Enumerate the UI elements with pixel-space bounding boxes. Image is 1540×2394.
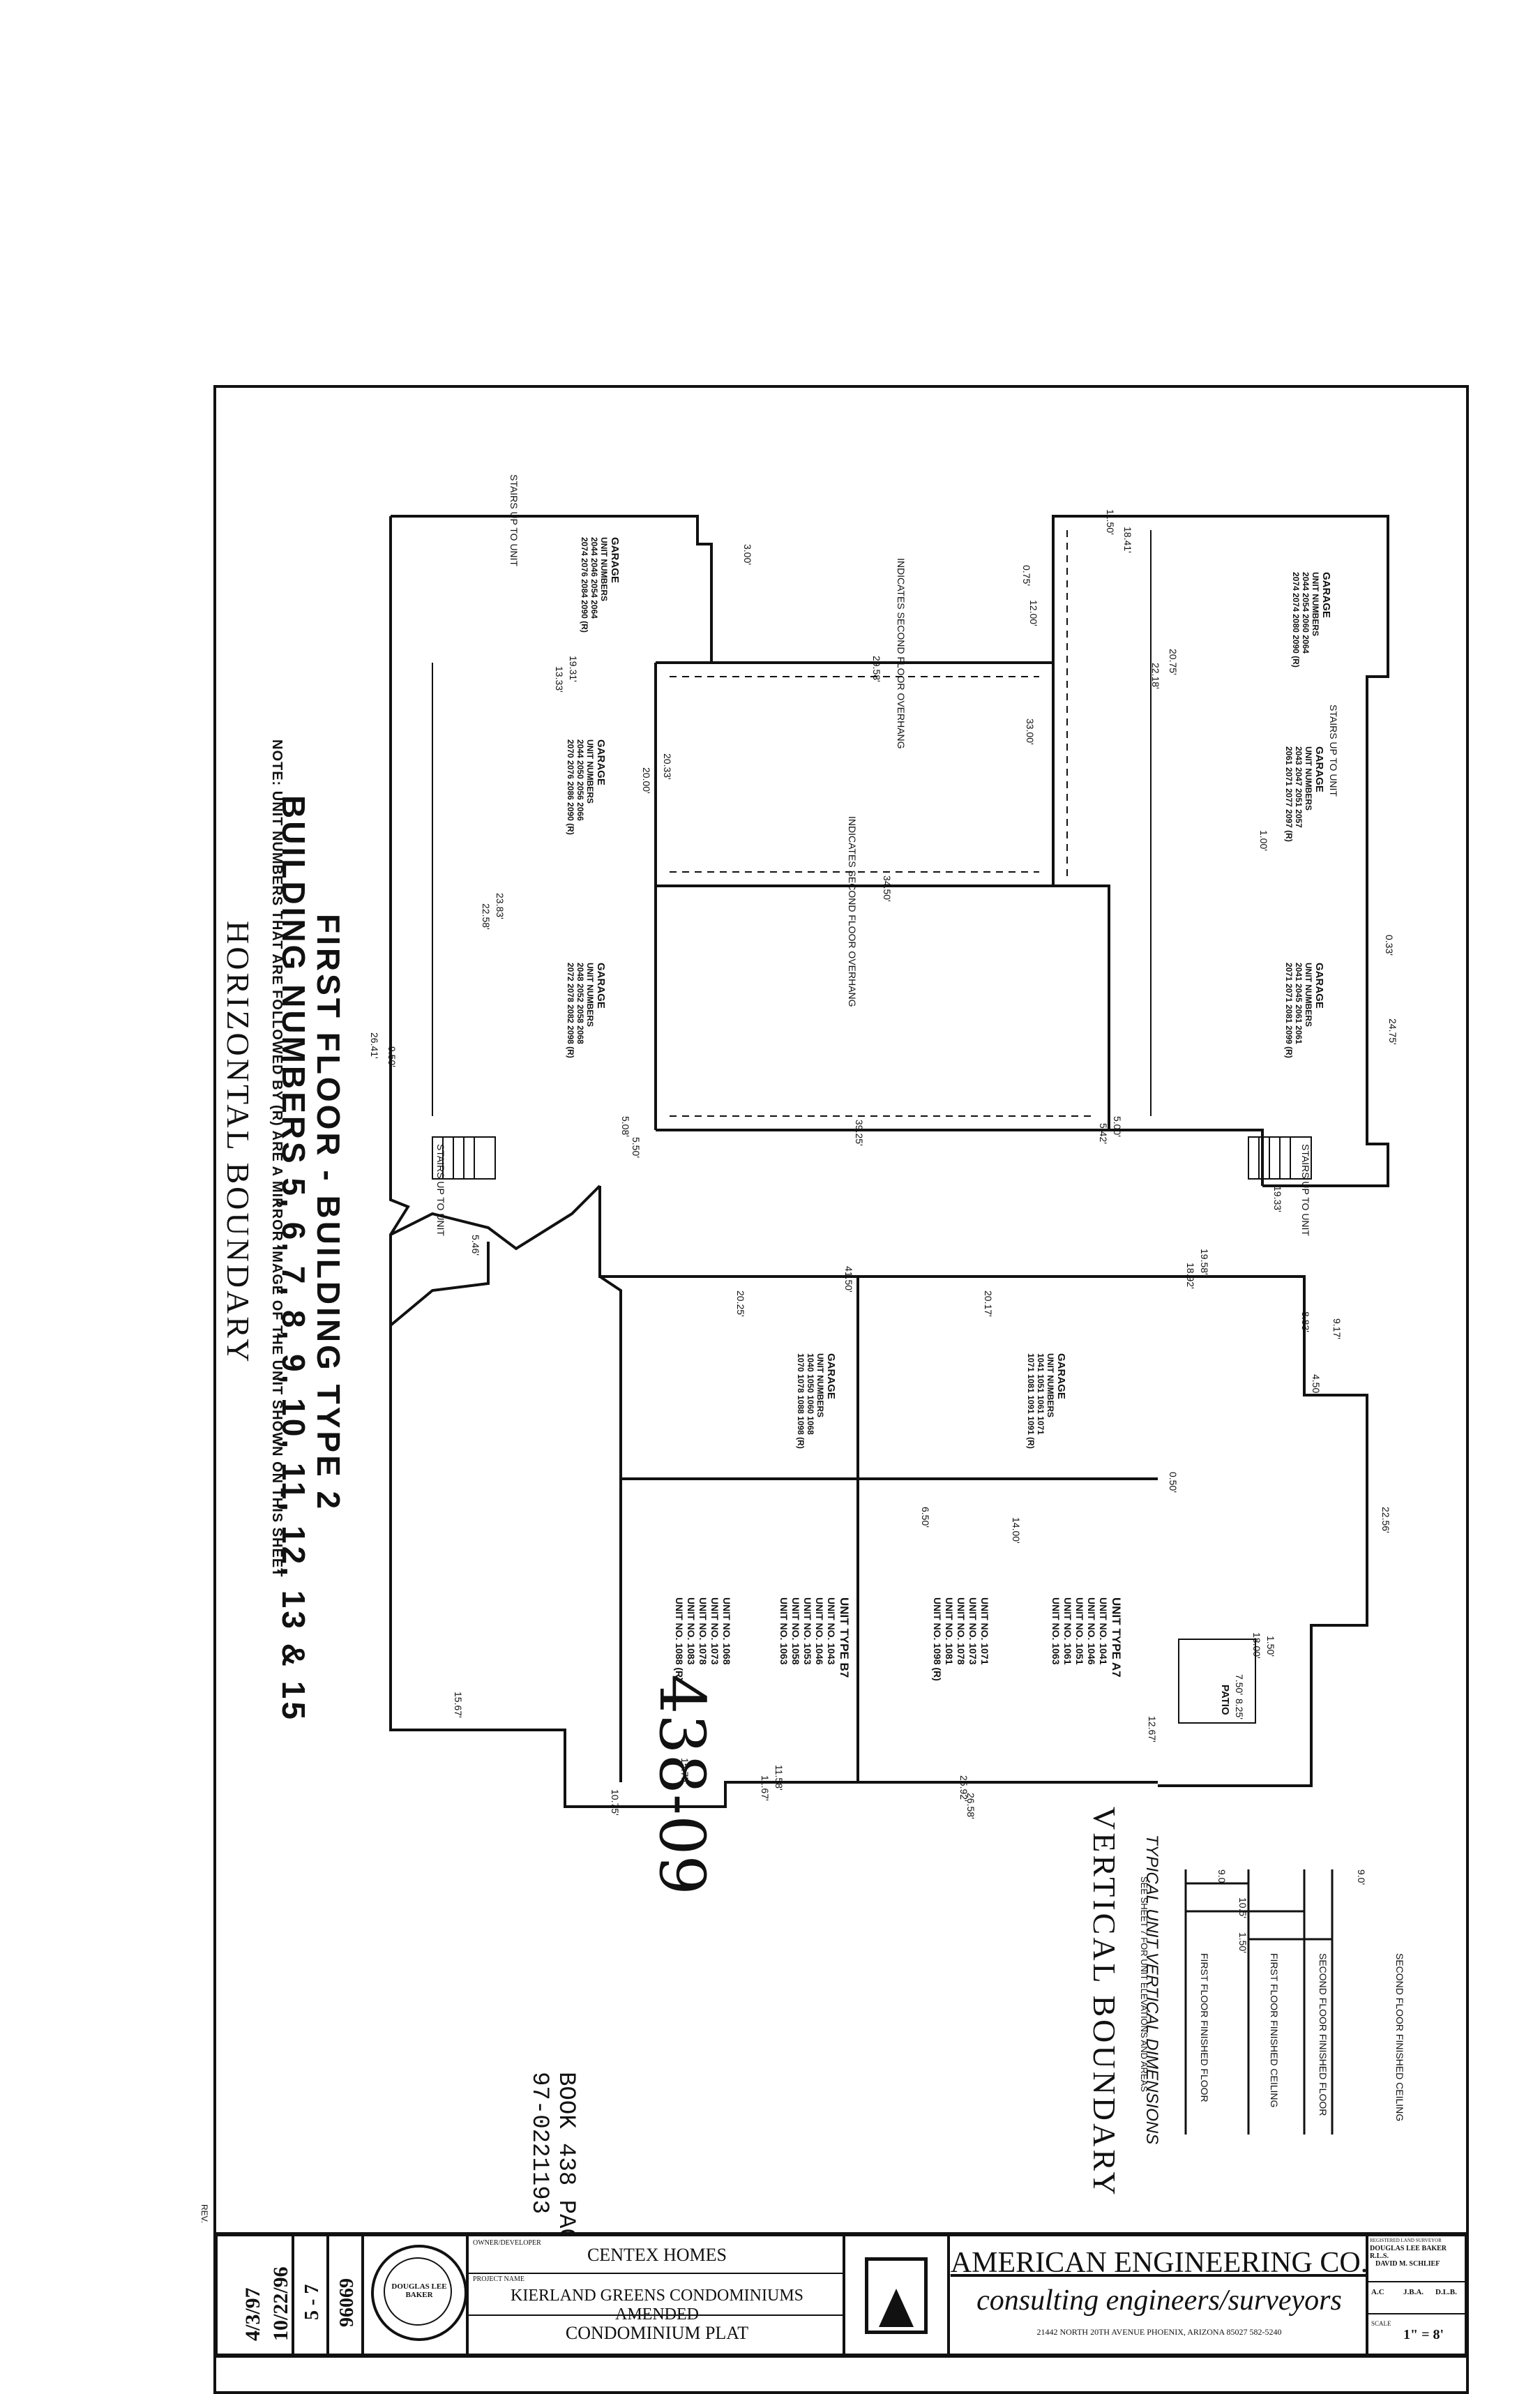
firm-name: AMERICAN ENGINEERING CO. [950,2247,1368,2279]
divider-line [1368,2313,1467,2314]
divider-line [469,2314,845,2316]
owner-name: CENTEX HOMES [587,2245,727,2265]
vertical-subnote: SEE SHEET 7 FOR UNIT ELEVATIONS AND AREA… [1139,1876,1149,2092]
level-label: FIRST FLOOR FINISHED CEILING [1269,1953,1280,2108]
seal-inner-ring [384,2257,452,2326]
sheet-title: CONDOMINIUM PLAT [565,2323,749,2343]
rev-label: REV. [199,2204,209,2223]
initials-3: D.L.B. [1435,2288,1457,2296]
level-label: FIRST FLOOR FINISHED FLOOR [1199,1953,1210,2102]
sheet-cell: 5 - 7 [293,2235,328,2355]
vertical-boundary-title: VERTICAL BOUNDARY [1087,1807,1122,2198]
engineer-name: DAVID M. SCHLIEF [1375,2260,1440,2268]
project-label: PROJECT NAME [473,2275,524,2283]
surveyor-seal: DOUGLAS LEE BAKER [371,2245,467,2341]
scale-value: 1" = 8' [1403,2327,1444,2342]
title-block: 4/3/97 10/22/96 5 - 7 96069 DOUGLAS LEE … [213,2232,1469,2358]
project-name: KIERLAND GREENS CONDOMINIUMS AMENDED [511,2287,803,2324]
level-label: SECOND FLOOR FINISHED CEILING [1394,1953,1405,2122]
vertical-dim: 9.0' [1356,1869,1367,1885]
firm-cell: AMERICAN ENGINEERING CO. consulting engi… [949,2235,1368,2355]
firm-subtitle: consulting engineers/surveyors [976,2284,1342,2317]
date-original: 10/22/96 [269,2266,292,2341]
firm-address: 21442 NORTH 20TH AVENUE PHOENIX, ARIZONA… [1036,2327,1282,2337]
project-cell: OWNER/DEVELOPER CENTEX HOMES PROJECT NAM… [467,2235,845,2355]
date-revised: 4/3/97 [241,2287,264,2341]
date-cell: 4/3/97 10/22/96 [216,2235,293,2355]
surveyor-name: DOUGLAS LEE BAKER R.L.S. [1370,2245,1447,2260]
surveyor-label: REGISTERED LAND SURVEYOR [1370,2238,1442,2243]
seal-name: DOUGLAS LEE BAKER [391,2282,447,2299]
level-label: SECOND FLOOR FINISHED FLOOR [1318,1953,1329,2116]
job-number: 96069 [336,2278,358,2327]
scale-label: SCALE [1371,2320,1391,2327]
vertical-dim: 10.5' [1237,1897,1248,1918]
vertical-dim: 9.0' [1216,1869,1228,1885]
owner-label: OWNER/DEVELOPER [473,2239,541,2247]
surveyor-cell: REGISTERED LAND SURVEYOR DOUGLAS LEE BAK… [1367,2235,1467,2355]
logo-cell [844,2235,949,2355]
company-logo-icon [865,2257,928,2334]
job-cell: 96069 [328,2235,363,2355]
seal-cell: DOUGLAS LEE BAKER [363,2235,467,2355]
sheet-number: 5 - 7 [301,2284,323,2320]
divider-line [469,2273,845,2274]
initials-1: A.C [1371,2288,1384,2296]
vertical-dim: 1.50' [1237,1932,1248,1953]
logo-triangle [879,2289,914,2327]
divider-line [1368,2281,1467,2282]
initials-2: J.B.A. [1403,2288,1424,2296]
